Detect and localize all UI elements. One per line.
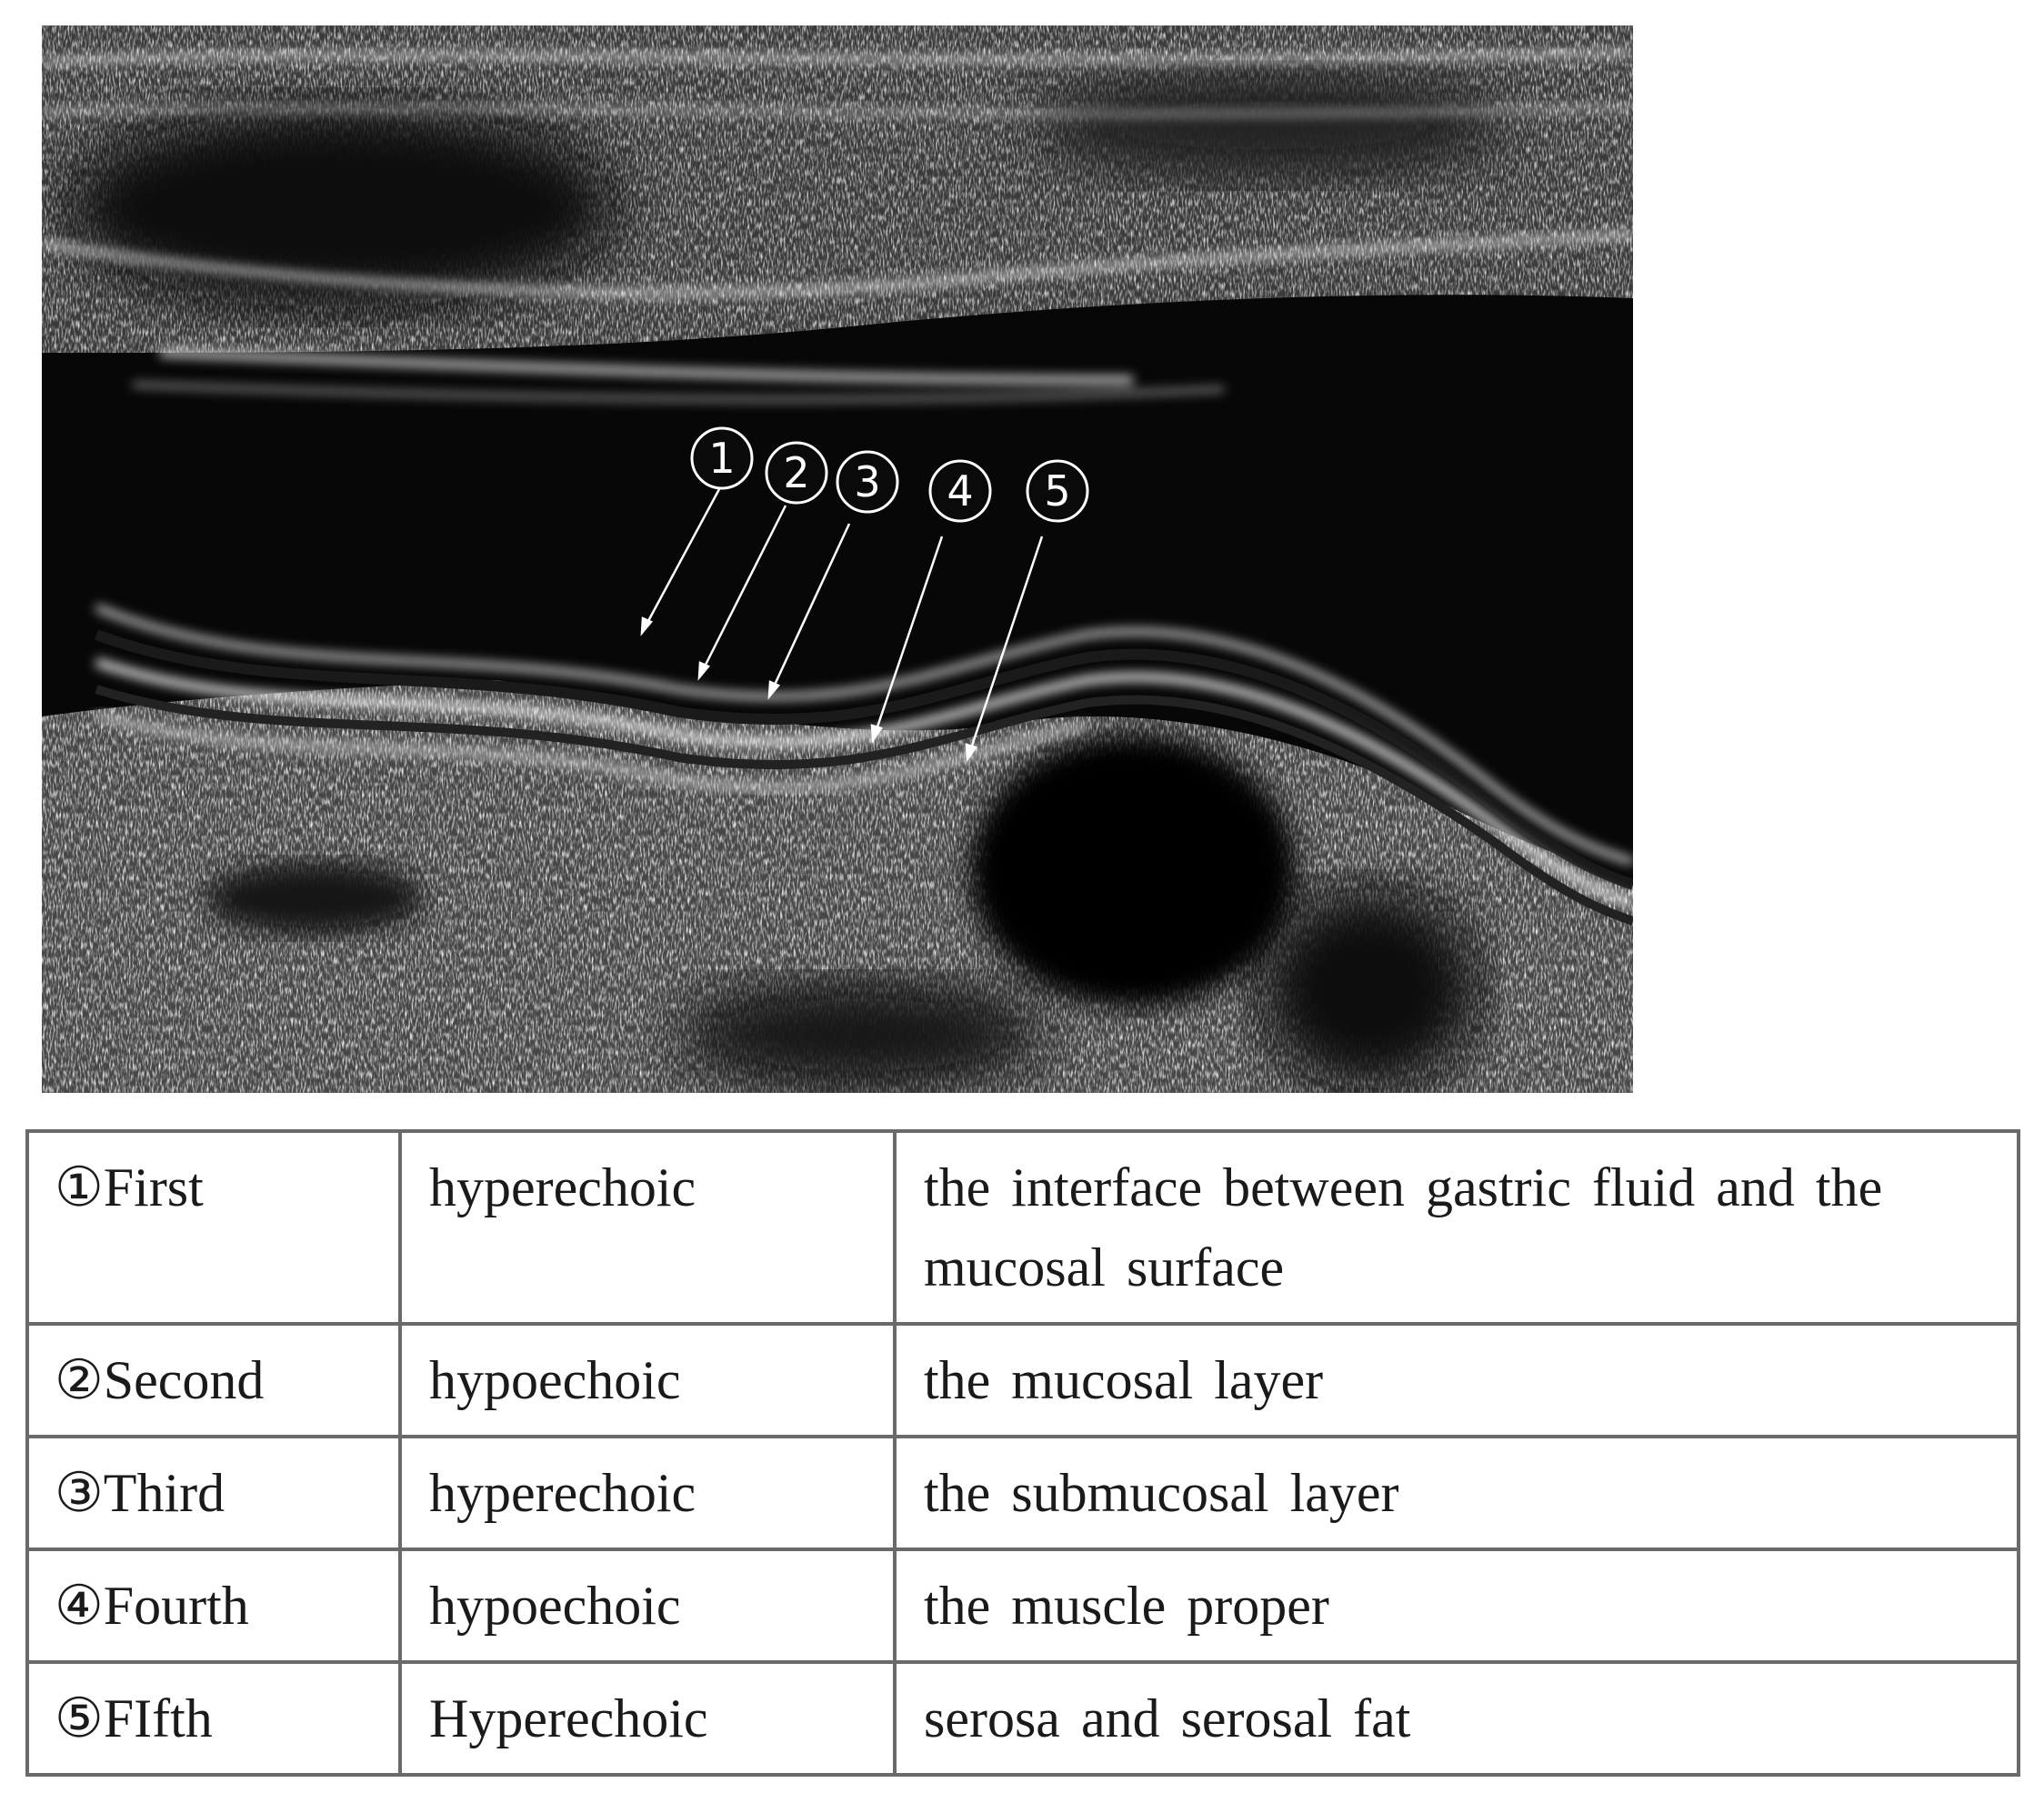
- echogenicity: hyperechoic: [398, 1129, 897, 1326]
- layer-name: ②Second: [25, 1322, 402, 1438]
- marker-5: 5: [1044, 466, 1070, 516]
- table-row: ⑤FIfth Hyperechoic serosa and serosal fa…: [25, 1660, 2020, 1777]
- echogenicity: hyperechoic: [398, 1435, 897, 1551]
- table-row: ④Fourth hypoechoic the muscle proper: [25, 1548, 2020, 1664]
- layer-description: serosa and serosal fat: [893, 1660, 2020, 1777]
- layer-description: the muscle proper: [893, 1548, 2020, 1664]
- layer-name: ⑤FIfth: [25, 1660, 402, 1777]
- marker-4: 4: [947, 466, 973, 516]
- layer-name: ①First: [25, 1129, 402, 1326]
- table-row: ①First hyperechoic the interface between…: [25, 1129, 2020, 1326]
- echogenicity: hypoechoic: [398, 1548, 897, 1664]
- table-row: ③Third hyperechoic the submucosal layer: [25, 1435, 2020, 1551]
- layer-name: ③Third: [25, 1435, 402, 1551]
- marker-1: 1: [708, 434, 735, 483]
- ultrasound-image: 1 2 3 4 5: [42, 25, 1633, 1093]
- marker-3: 3: [854, 457, 880, 506]
- marker-2: 2: [783, 448, 809, 497]
- layer-name: ④Fourth: [25, 1548, 402, 1664]
- layer-description: the interface between gastric fluid and …: [893, 1129, 2020, 1326]
- layer-table: ①First hyperechoic the interface between…: [25, 1129, 2020, 1777]
- echogenicity: hypoechoic: [398, 1322, 897, 1438]
- table-row: ②Second hypoechoic the mucosal layer: [25, 1322, 2020, 1438]
- layer-description: the mucosal layer: [893, 1322, 2020, 1438]
- echogenicity: Hyperechoic: [398, 1660, 897, 1777]
- layer-description: the submucosal layer: [893, 1435, 2020, 1551]
